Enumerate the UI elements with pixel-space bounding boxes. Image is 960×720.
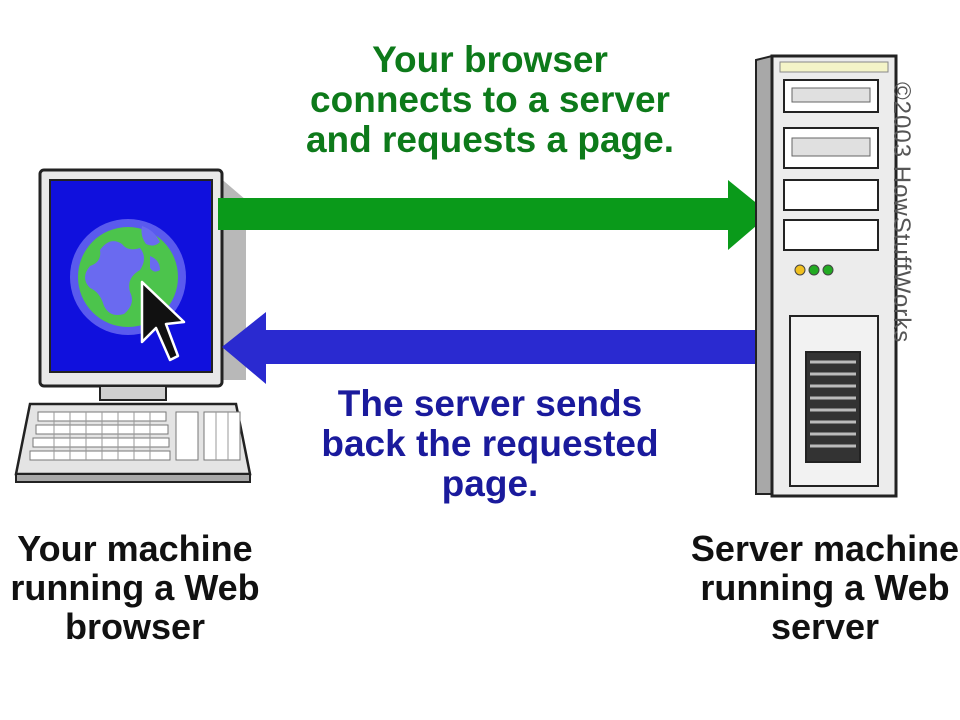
response-arrow [222, 312, 756, 384]
server-tower-icon [755, 54, 898, 498]
client-label: Your machine running a Web browser [10, 528, 260, 647]
request-caption: Your browser connects to a server and re… [305, 39, 675, 160]
server-label: Server machine running a Web server [690, 528, 960, 647]
mouse-cursor-icon [140, 280, 186, 362]
desktop-computer-icon [14, 168, 252, 483]
request-arrow [218, 180, 770, 250]
response-caption: The server sends back the requested page… [321, 383, 659, 504]
copyright-notice: ©2003 HowStuffWorks [888, 82, 915, 344]
